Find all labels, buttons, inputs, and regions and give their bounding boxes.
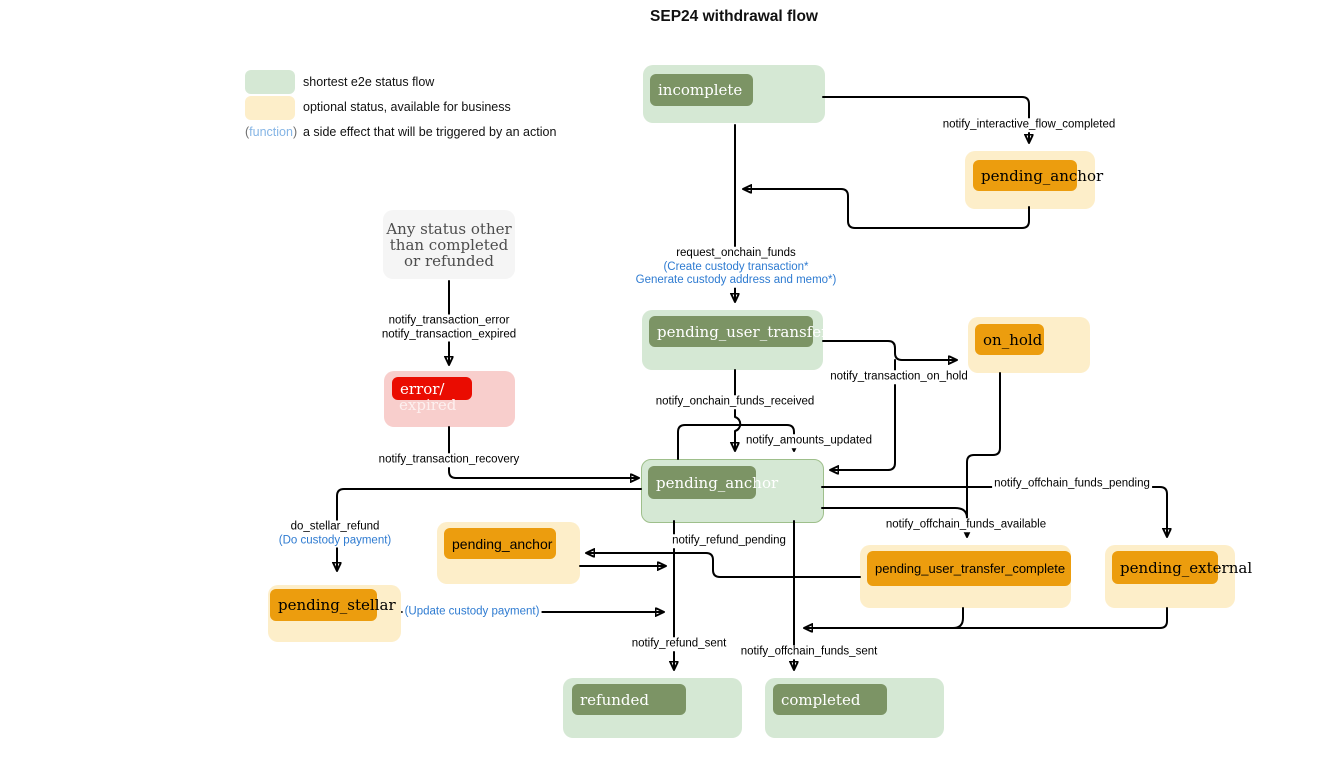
edge-puts-to-on-hold: [822, 340, 956, 360]
node-pending-stellar-label-box: pending_stellar: [270, 589, 396, 621]
node-error-label-box: error/: [392, 377, 472, 400]
legend-swatch-yellow: [245, 96, 295, 120]
label-create-custody-transaction: (Create custody transaction*: [663, 260, 809, 273]
node-pending-anchor-refund-label: pending_anchor: [452, 535, 553, 552]
node-pending-user-transfer-complete-label: pending_user_transfer_complete: [875, 561, 1066, 576]
node-pending-user-transfer-start-label-box: pending_user_transfer_start: [649, 316, 872, 347]
legend-swatch-green: [245, 70, 295, 94]
label-do-stellar-refund: do_stellar_refund (Do custody payment): [276, 520, 394, 548]
label-notify-transaction-expired: notify_transaction_expired: [381, 328, 517, 340]
legend-paren-open: (: [245, 125, 250, 139]
label-notify-amounts-updated: notify_amounts_updated: [744, 434, 874, 448]
node-refunded-label-box: refunded: [572, 684, 686, 715]
legend-paren-close: ): [292, 125, 298, 139]
edge-putc-merge: [952, 607, 964, 629]
node-incomplete-label: incomplete: [658, 81, 743, 99]
node-error-label: error/: [400, 379, 445, 398]
node-on-hold-label-box: on_hold: [975, 324, 1044, 355]
legend-label-green: shortest e2e status flow: [303, 75, 435, 89]
node-pending-anchor-top-label-box: pending_anchor: [973, 160, 1103, 191]
label-do-custody-payment: (Do custody payment): [278, 534, 392, 546]
edge-puts-to-pending-anchor: [735, 369, 742, 450]
node-refunded-label: refunded: [580, 690, 650, 709]
label-notify-onchain-funds-received: notify_onchain_funds_received: [653, 395, 817, 409]
label-request-onchain-funds-action: request_onchain_funds: [676, 246, 796, 259]
node-pending-anchor-refund-label-box: pending_anchor: [444, 528, 556, 559]
node-pending-anchor-center-label-box: pending_anchor: [648, 466, 778, 499]
label-request-onchain-funds: request_onchain_funds (Create custody tr…: [633, 246, 839, 288]
node-pending-stellar-label: pending_stellar: [278, 596, 396, 614]
node-pending-user-transfer-start-label: pending_user_transfer_start: [657, 322, 872, 341]
node-completed-label: completed: [781, 690, 861, 709]
label-notify-offchain-funds-available: notify_offchain_funds_available: [883, 518, 1049, 532]
label-notify-offchain-funds-sent: notify_offchain_funds_sent: [738, 645, 880, 659]
label-notify-refund-pending: notify_refund_pending: [670, 534, 788, 548]
label-notify-transaction-error: notify_transaction_error: [388, 314, 510, 327]
label-notify-interactive-flow-completed: notify_interactive_flow_completed: [940, 118, 1118, 132]
edge-on-hold-to-putc: [967, 372, 1001, 536]
node-expired-label: expired: [399, 396, 457, 414]
diagram-title: SEP24 withdrawal flow: [650, 8, 818, 25]
legend-label-function: a side effect that will be triggered by …: [303, 125, 557, 139]
node-pending-external-label-box: pending_external: [1112, 551, 1252, 584]
node-pending-user-transfer-complete-label-box: pending_user_transfer_complete: [867, 551, 1071, 586]
node-completed-label-box: completed: [773, 684, 887, 715]
node-pending-anchor-center-label: pending_anchor: [656, 473, 779, 492]
node-incomplete-label-box: incomplete: [650, 74, 753, 106]
label-notify-transaction-on-hold: notify_transaction_on_hold: [828, 370, 970, 384]
label-generate-custody-address: Generate custody address and memo*): [635, 273, 837, 286]
edge-external-merge-to-completed: [805, 607, 1168, 628]
node-any-status: Any status other than completed or refun…: [383, 210, 515, 279]
node-pending-external-label: pending_external: [1120, 558, 1253, 577]
label-notify-transaction-recovery: notify_transaction_recovery: [376, 453, 522, 467]
label-notify-refund-sent: notify_refund_sent: [629, 637, 729, 651]
label-notify-offchain-funds-pending: notify_offchain_funds_pending: [992, 477, 1152, 491]
legend-function-sample: (function): [245, 125, 297, 139]
label-do-stellar-refund-action: do_stellar_refund: [290, 520, 380, 533]
node-any-status-label: Any status other than completed or refun…: [386, 219, 512, 270]
edge-pending-anchor-to-putc: [821, 507, 968, 519]
legend-function-word: function: [249, 125, 293, 139]
node-on-hold-label: on_hold: [983, 330, 1043, 349]
legend-label-yellow: optional status, available for business: [303, 100, 511, 114]
label-notify-transaction-error-expired: notify_transaction_error notify_transact…: [379, 314, 519, 342]
label-update-custody-payment: (Update custody payment): [402, 605, 542, 619]
node-pending-anchor-top-label: pending_anchor: [981, 166, 1104, 185]
edge-putc-to-pending-anchor-refund: [587, 553, 861, 578]
